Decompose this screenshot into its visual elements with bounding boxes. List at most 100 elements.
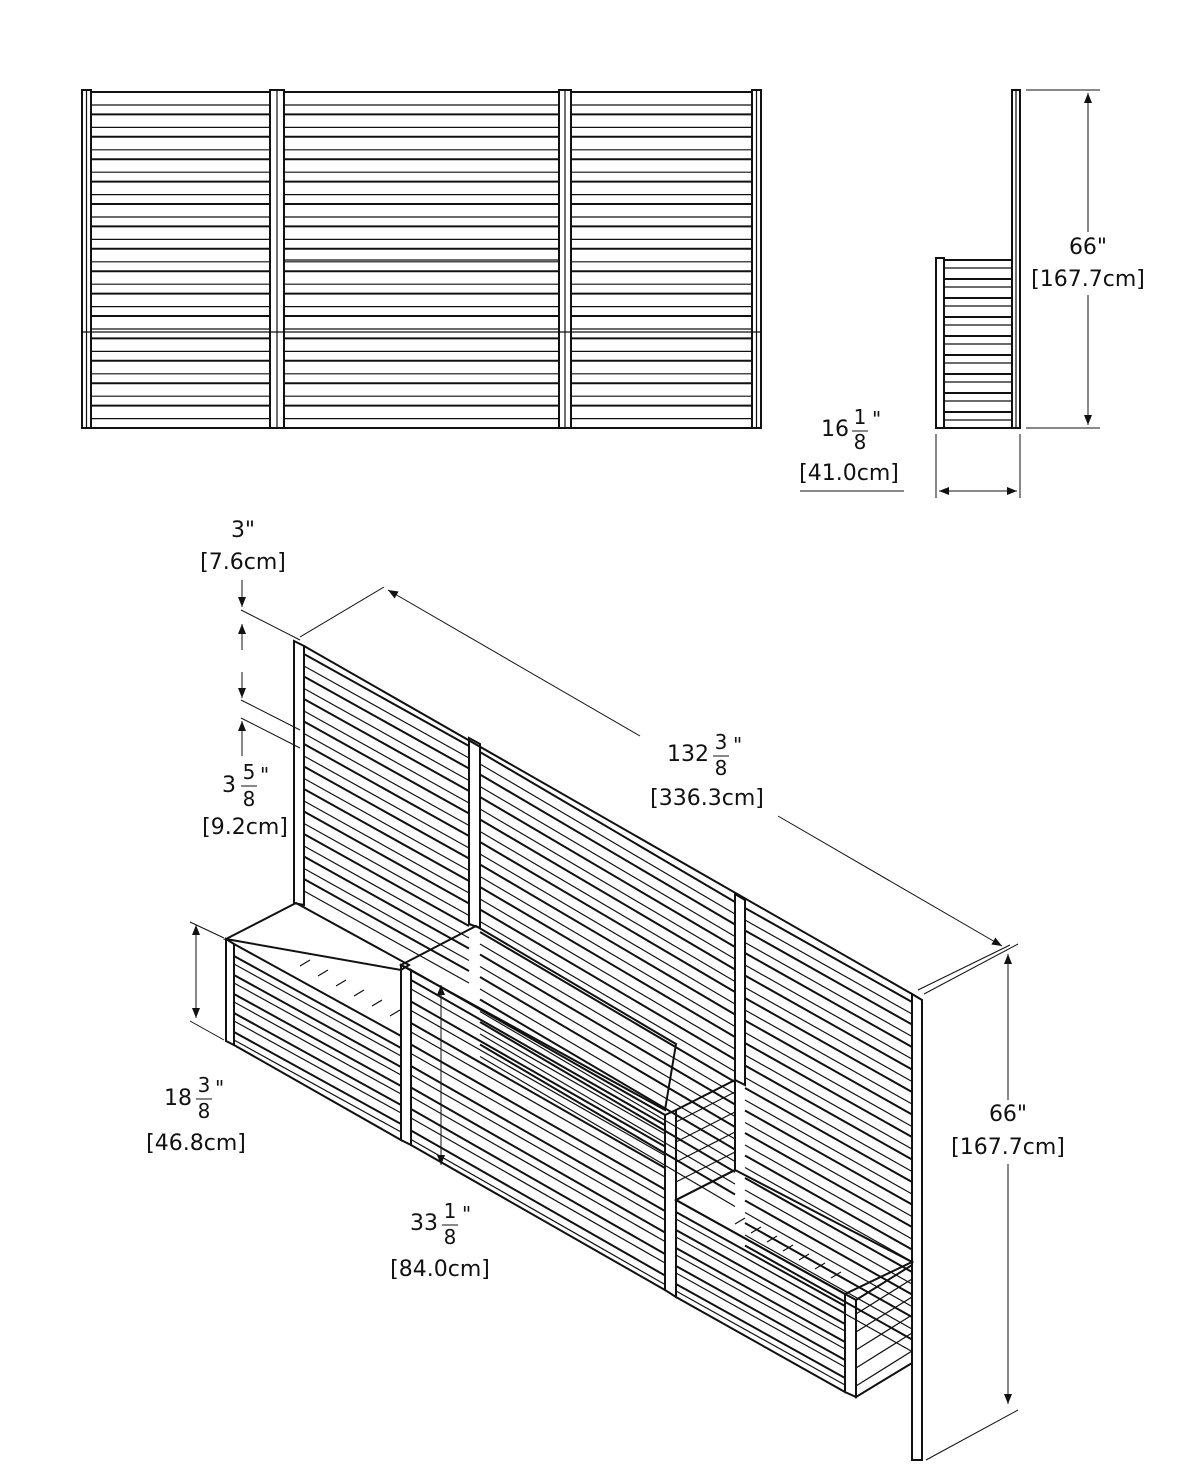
slat-line	[745, 953, 912, 1047]
slat-line	[745, 943, 912, 1037]
slat-line	[411, 1140, 665, 1285]
slat-line	[411, 1088, 665, 1233]
slat-line	[304, 666, 469, 758]
iso-center-box-corner-post	[665, 1110, 676, 1297]
slat-line	[411, 1075, 665, 1220]
slat-line	[856, 1351, 912, 1386]
slat-line	[676, 1266, 845, 1360]
slat-line	[480, 989, 735, 1139]
iso-left-planter-corner-post	[226, 939, 234, 1045]
overall-length-inch-mark: "	[733, 733, 742, 757]
isometric-view	[190, 580, 1018, 1460]
planter-height-metric: [46.8cm]	[146, 1131, 246, 1156]
slat-line	[745, 1246, 912, 1340]
slat-line	[676, 1219, 845, 1313]
slat-line	[411, 1131, 665, 1276]
slat-line	[745, 1078, 912, 1172]
slat-line	[234, 956, 401, 1048]
slat-line	[304, 869, 469, 961]
slat-line	[799, 1254, 809, 1260]
slat-line	[480, 1034, 735, 1184]
slat-line	[480, 1000, 735, 1150]
center-height-metric: [84.0cm]	[390, 1257, 490, 1282]
side-depth-denominator: 8	[854, 430, 867, 454]
slat-line	[304, 689, 469, 781]
slat-height-numerator: 5	[243, 760, 256, 784]
slat-line	[745, 1156, 912, 1250]
slat-line	[815, 1263, 825, 1269]
side-depth-whole: 16	[821, 417, 849, 442]
slat-line	[411, 989, 665, 1134]
slat-line	[480, 932, 735, 1082]
slat-line	[480, 842, 735, 992]
slat-line	[304, 857, 469, 949]
slat-line	[735, 1218, 745, 1224]
slat-line	[480, 1022, 735, 1172]
slat-line	[676, 1255, 845, 1349]
slat-line	[480, 977, 735, 1127]
slat-line	[767, 1236, 777, 1242]
slat-line	[856, 1297, 912, 1332]
label-side-depth: 16 1 8 " [41.0cm]	[799, 405, 899, 486]
slat-line	[676, 1132, 735, 1162]
slat-line	[480, 887, 735, 1037]
slat-line	[304, 711, 469, 803]
slat-line	[304, 654, 469, 746]
side-elevation-view	[800, 90, 1100, 498]
iso-right-planter-side	[856, 1265, 912, 1397]
slat-line	[745, 1111, 912, 1205]
slat-line	[480, 1045, 735, 1195]
slat-line	[676, 1248, 845, 1342]
slat-line	[480, 1012, 735, 1162]
iso-right-planter-corner-post	[845, 1294, 856, 1397]
label-planter-height: 18 3 8 " [46.8cm]	[146, 1073, 246, 1156]
side-depth-metric: [41.0cm]	[799, 461, 899, 486]
slat-line	[411, 1023, 665, 1168]
slat-line	[480, 809, 735, 959]
center-height-denominator: 8	[444, 1225, 457, 1249]
slat-line	[676, 1230, 845, 1324]
slat-line	[745, 965, 912, 1059]
slat-line	[856, 1333, 912, 1368]
planter-height-numerator: 3	[198, 1073, 211, 1097]
slat-line	[480, 955, 735, 1105]
slat-line	[304, 734, 469, 826]
slat-line	[304, 879, 469, 971]
center-height-whole: 33	[410, 1211, 438, 1236]
iso-trellis-post-1	[294, 641, 304, 905]
slat-line	[480, 1057, 735, 1207]
slat-line	[745, 1213, 912, 1307]
overall-length-whole: 132	[667, 742, 709, 767]
label-center-height: 33 1 8 " [84.0cm]	[390, 1199, 490, 1282]
front-elevation-view	[82, 90, 761, 428]
side-planter-front-post	[936, 258, 944, 428]
front-height-metric: [167.7cm]	[1031, 267, 1145, 292]
slat-height-denominator: 8	[243, 787, 256, 811]
slat-line	[480, 967, 735, 1117]
slat-line	[304, 779, 469, 871]
slat-line	[745, 1088, 912, 1182]
slat-line	[480, 832, 735, 982]
slat-height-whole: 3	[222, 773, 236, 798]
slat-line	[304, 812, 469, 904]
slat-line	[411, 980, 665, 1125]
side-depth-inch-mark: "	[872, 407, 881, 431]
slat-line	[234, 1040, 401, 1132]
slat-line	[304, 846, 469, 938]
slat-line	[831, 1272, 841, 1278]
slat-line	[304, 677, 469, 769]
slat-line	[676, 1112, 735, 1142]
slat-line	[411, 1109, 665, 1254]
slat-line	[745, 1178, 912, 1272]
slat-line	[480, 797, 735, 947]
slat-height-inch-mark: "	[260, 763, 269, 787]
slat-line	[745, 988, 912, 1082]
slat-line	[676, 1291, 845, 1385]
slat-line	[751, 1227, 761, 1233]
slat-line	[234, 1032, 401, 1124]
slat-line	[304, 824, 469, 916]
slat-line	[676, 1273, 845, 1367]
slat-line	[745, 1201, 912, 1295]
slat-line	[480, 899, 735, 1049]
